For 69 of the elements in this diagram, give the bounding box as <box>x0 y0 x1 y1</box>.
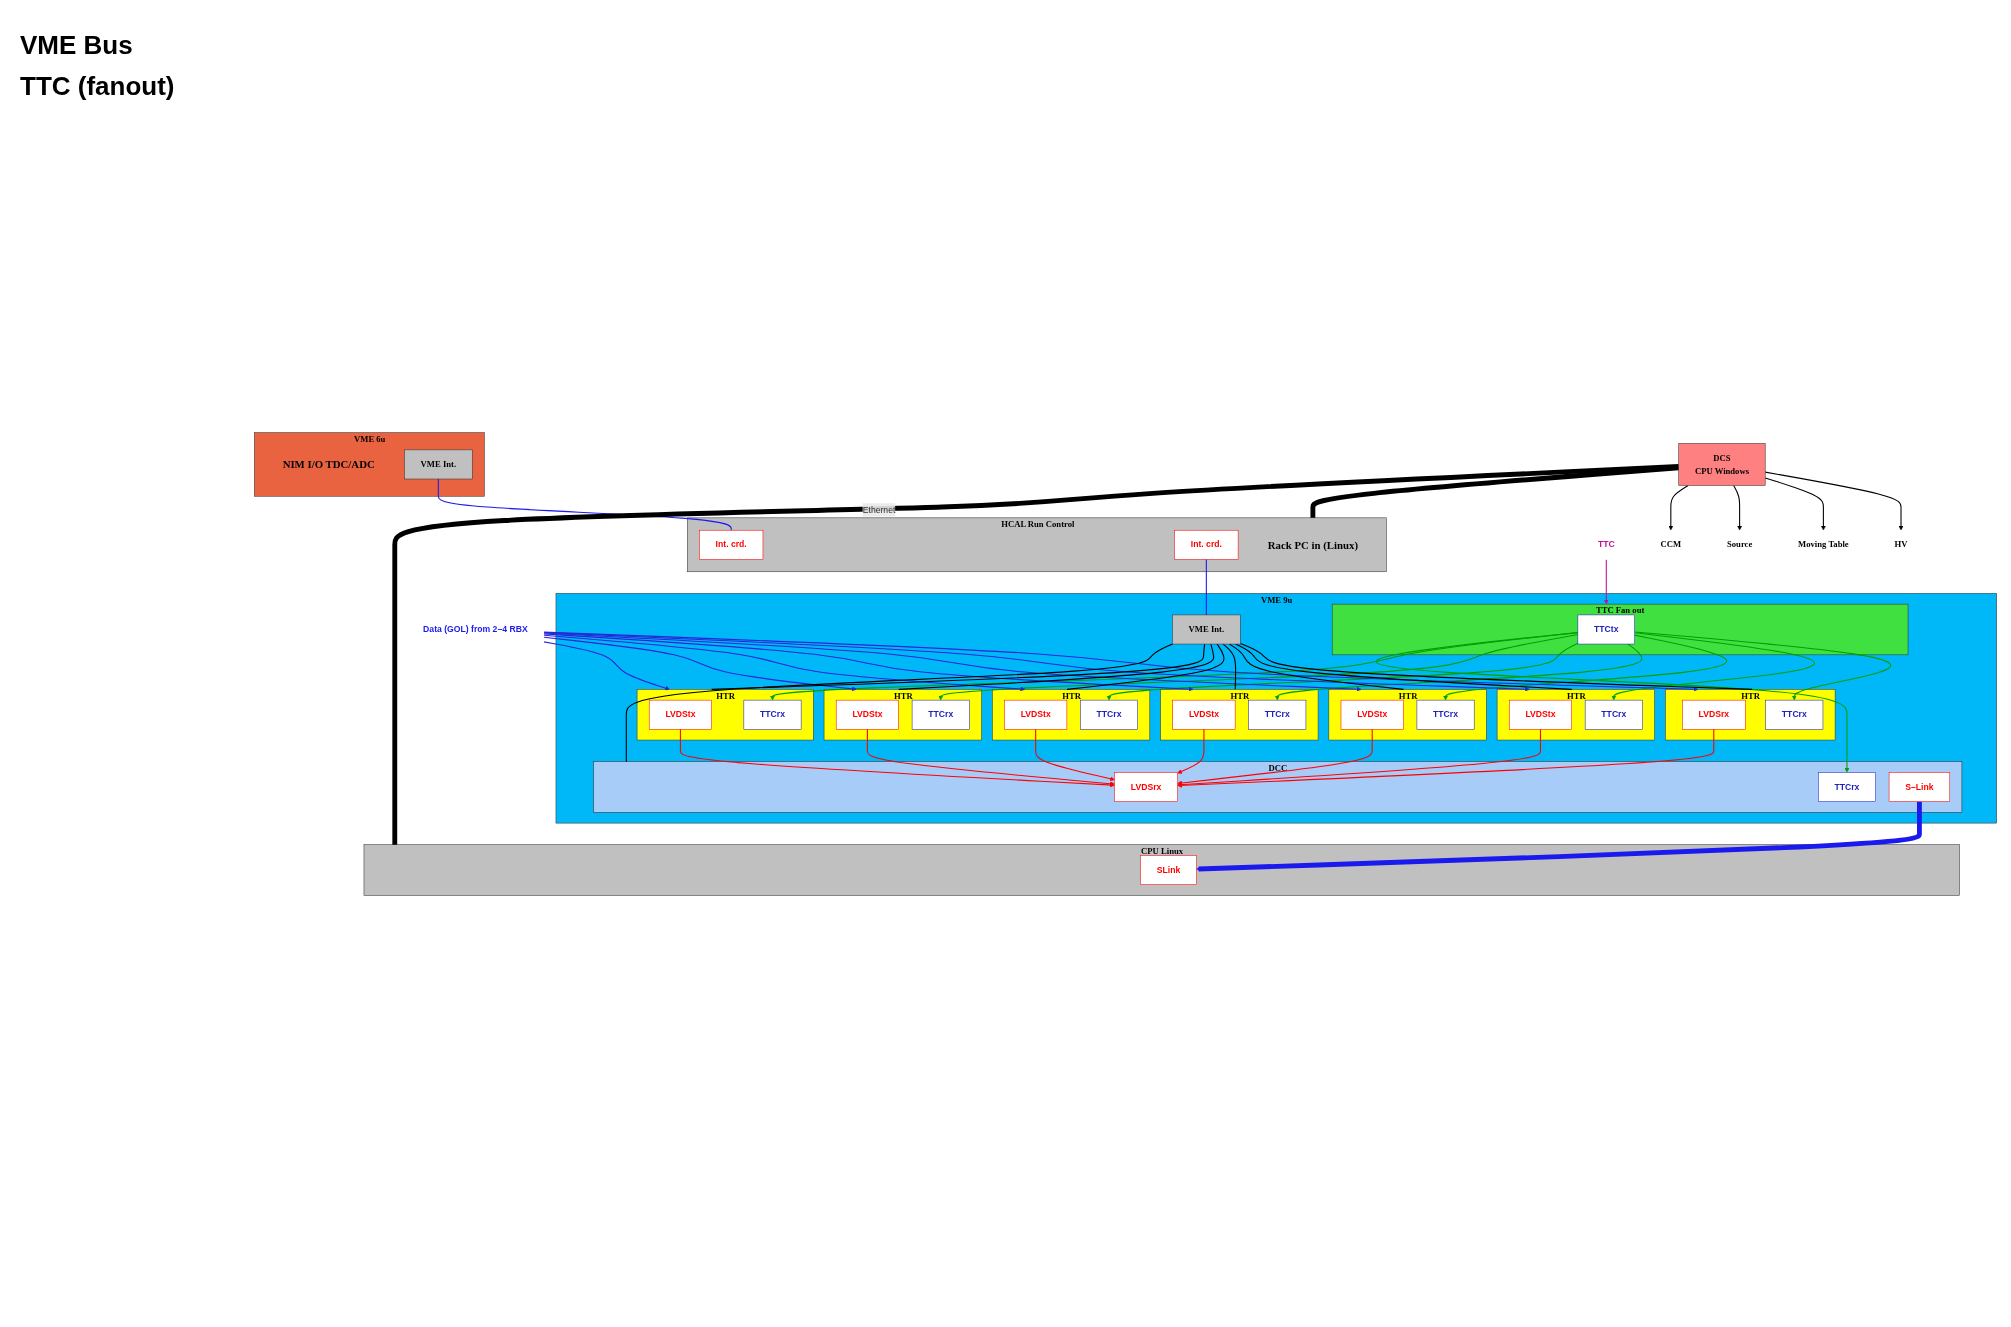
arrow <box>938 633 1579 700</box>
node-box: Int. crd. <box>1174 529 1239 560</box>
node-box: S–Link <box>1888 771 1951 802</box>
arrow <box>1177 728 1373 785</box>
node-text: Moving Table <box>1798 539 1849 549</box>
connector <box>1066 643 1225 690</box>
note-label: TTC (fanout) <box>20 71 176 102</box>
node-box: LVDStx <box>835 699 899 730</box>
edge-label: Ethernet <box>862 504 896 514</box>
node-box: SLink <box>1140 854 1197 885</box>
connector <box>1239 642 1753 690</box>
arrow <box>543 636 857 691</box>
node-text: CCM <box>1660 539 1682 549</box>
node-text: Source <box>1726 539 1753 549</box>
arrow <box>1035 728 1115 781</box>
node-box: LVDSrx <box>1682 699 1746 730</box>
node-box: LVDStx <box>1172 699 1236 730</box>
node-box: TTCtx <box>1577 614 1635 644</box>
node-box: TTCrx <box>1584 699 1643 730</box>
node-box: LVDStx <box>1340 699 1404 730</box>
arrow <box>1106 642 1579 700</box>
arrow <box>1764 471 1904 530</box>
note-label: VME Bus <box>20 30 134 61</box>
node-text: HV <box>1894 539 1908 549</box>
arrow <box>1443 634 1728 700</box>
node-box: TTCrx <box>1818 771 1876 802</box>
arrow <box>1668 484 1689 530</box>
node-text: Data (GOL) from 2–4 RBX <box>423 624 528 634</box>
node-box: DCS CPU Windows <box>1678 442 1766 486</box>
arrow <box>543 640 670 690</box>
node-box: TTCrx <box>1080 699 1138 730</box>
node-box: VME Int. <box>1172 614 1241 644</box>
node-box: TTCrx <box>743 699 802 730</box>
arrow <box>1634 630 1892 700</box>
arrow <box>1733 484 1742 530</box>
arrow <box>770 631 1579 700</box>
arrow <box>543 632 1194 691</box>
connector <box>711 643 1206 690</box>
arrow <box>1375 631 1850 773</box>
arrow <box>1177 728 1715 788</box>
connector <box>1205 558 1207 615</box>
node-box: TTCrx <box>1248 699 1307 730</box>
node-box: LVDSrx <box>1114 771 1178 802</box>
arrow <box>1274 643 1643 700</box>
connector <box>1222 643 1237 690</box>
node-text: TTC <box>1597 539 1615 549</box>
node-box: Int. crd. <box>699 529 764 560</box>
node-box: LVDStx <box>1509 699 1572 730</box>
connector <box>898 643 1215 690</box>
connector <box>625 643 1174 762</box>
node-box: TTCrx <box>911 699 970 730</box>
arrow <box>1196 800 1922 871</box>
node-box: LVDStx <box>648 699 712 730</box>
arrow <box>543 634 1025 691</box>
node-box: LVDStx <box>1004 699 1068 730</box>
connector <box>1235 643 1573 690</box>
arrow <box>679 728 1115 787</box>
node-box: TTCrx <box>1416 699 1475 730</box>
arrow <box>1177 728 1541 787</box>
connector <box>392 463 1679 845</box>
arrow <box>543 632 1362 692</box>
arrow <box>866 728 1115 786</box>
arrow <box>1603 558 1609 604</box>
arrow <box>1611 631 1815 700</box>
node-box: TTCrx <box>1765 699 1824 730</box>
arrow <box>1177 728 1205 774</box>
arrow <box>1764 476 1826 530</box>
connector <box>1228 643 1404 690</box>
node-box: VME Int. <box>404 449 473 479</box>
